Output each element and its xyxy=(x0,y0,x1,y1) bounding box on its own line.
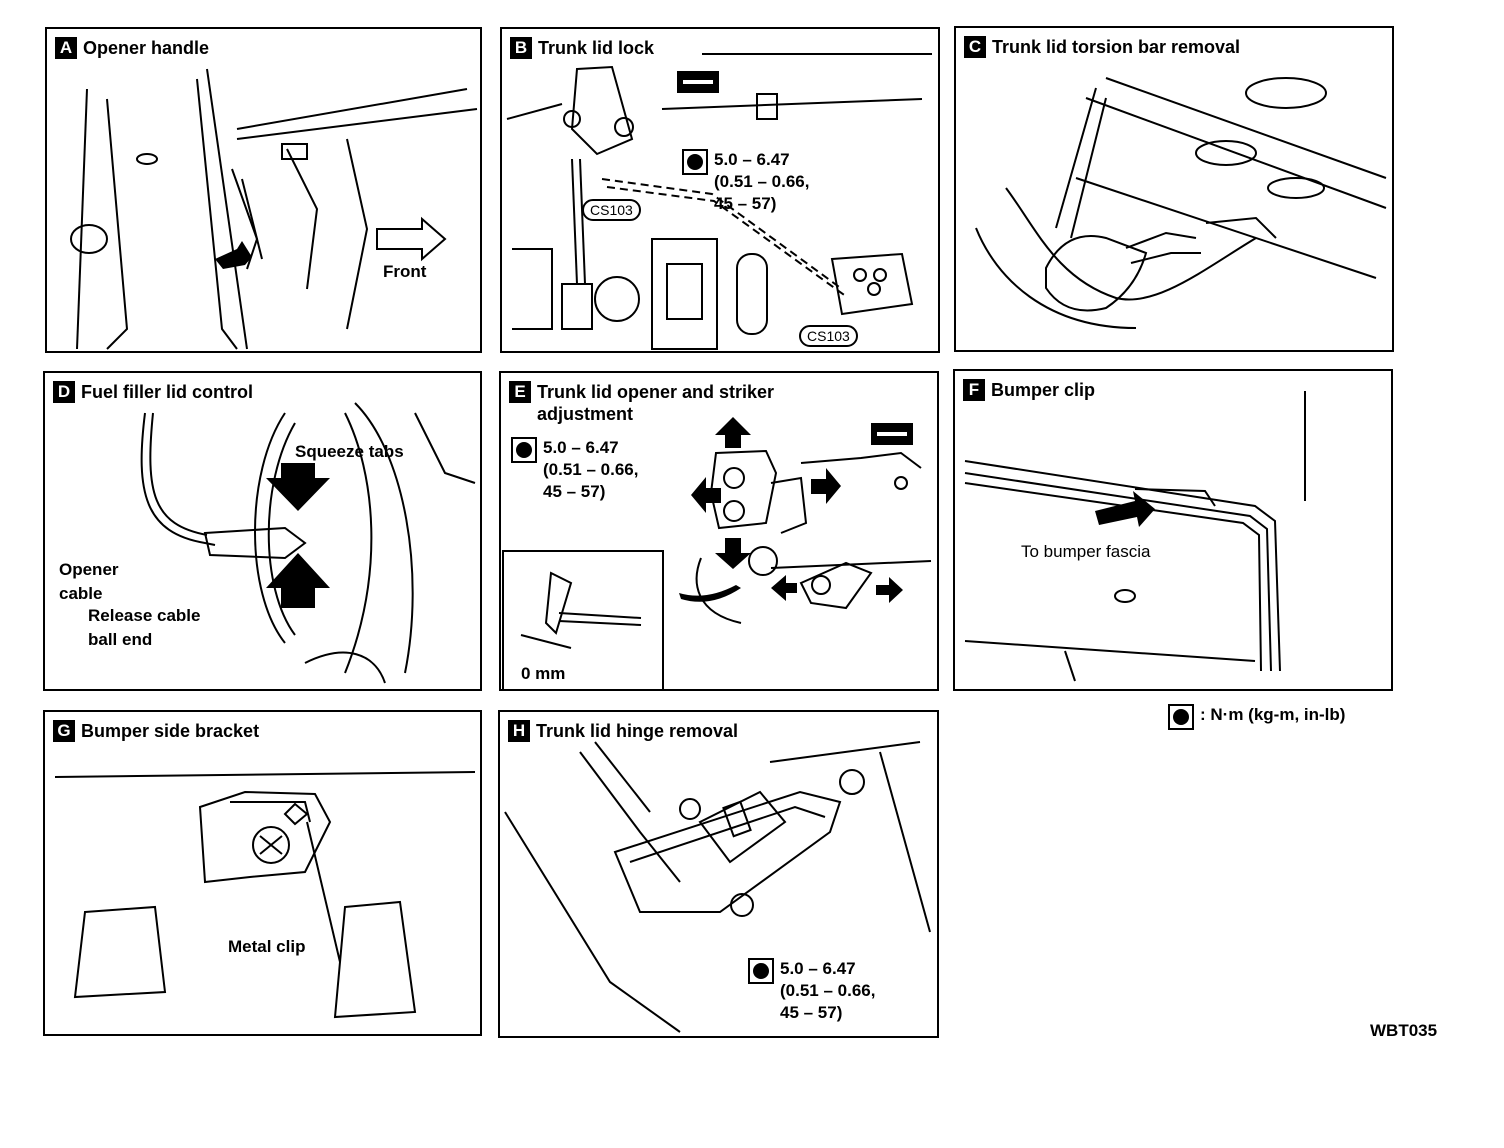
panel-b-badge: B xyxy=(510,37,532,59)
torque-spec-b: 5.0 – 6.47 (0.51 – 0.66, 45 – 57) xyxy=(682,149,809,215)
torque-h-line3: 45 – 57) xyxy=(780,1003,843,1022)
bumper-clip-illustration xyxy=(964,391,1306,682)
panel-g-title: G Bumper side bracket xyxy=(53,720,259,742)
panel-f-badge: F xyxy=(963,379,985,401)
squeeze-tabs-label: Squeeze tabs xyxy=(295,442,404,461)
metal-clip-label: Metal clip xyxy=(228,937,306,956)
torque-h-line1: 5.0 – 6.47 xyxy=(780,959,856,978)
adjust-right-arrow-icon xyxy=(811,468,841,504)
panel-e: E Trunk lid opener and striker adjustmen… xyxy=(499,371,939,691)
striker-left-arrow-icon xyxy=(771,575,797,601)
torque-spec-h: 5.0 – 6.47 (0.51 – 0.66, 45 – 57) xyxy=(748,958,875,1024)
torque-e-line3: 45 – 57) xyxy=(543,482,606,501)
torque-wrench-icon xyxy=(1168,704,1194,730)
panel-a-title: A Opener handle xyxy=(55,37,209,59)
clip-pointer-arrow-icon xyxy=(1095,491,1155,527)
torsion-bar-removal-illustration xyxy=(975,77,1387,329)
hinge-removal-illustration xyxy=(504,741,931,1033)
opener-cable-label-2: cable xyxy=(59,584,103,603)
torque-wrench-icon xyxy=(748,958,774,984)
torque-b-line2: (0.51 – 0.66, xyxy=(714,172,810,191)
bumper-side-bracket-illustration xyxy=(54,771,476,1019)
panel-e-title: E Trunk lid opener and striker adjustmen… xyxy=(509,381,774,425)
panel-e-badge: E xyxy=(509,381,531,403)
torque-h-line2: (0.51 – 0.66, xyxy=(780,981,876,1000)
panel-f-title-text: Bumper clip xyxy=(991,380,1096,400)
connector-cs103-lower: CS103 xyxy=(799,325,858,347)
panel-d: D Fuel filler lid control Squeeze tabs O… xyxy=(43,371,482,691)
panel-h-title-text: Trunk lid hinge removal xyxy=(536,721,739,741)
special-tool-icon-e xyxy=(871,423,913,445)
opener-handle-illustration xyxy=(70,68,478,350)
panel-a-badge: A xyxy=(55,37,77,59)
opener-cable-label-1: Opener xyxy=(59,560,119,579)
front-label: Front xyxy=(383,262,427,281)
adjust-up-arrow-icon xyxy=(715,417,751,448)
to-bumper-fascia-label: To bumper fascia xyxy=(1021,542,1151,561)
figure-code: WBT035 xyxy=(1370,1021,1438,1040)
torque-e-line1: 5.0 – 6.47 xyxy=(543,438,619,457)
panel-c-badge: C xyxy=(964,36,986,58)
release-cable-label-2: ball end xyxy=(88,630,153,649)
special-tool-icon xyxy=(677,71,719,93)
panel-f: F Bumper clip To bumper fascia xyxy=(953,369,1393,691)
panel-g-badge: G xyxy=(53,720,75,742)
panel-g: G Bumper side bracket Metal clip xyxy=(43,710,482,1036)
panel-c: C Trunk lid torsion bar removal xyxy=(954,26,1394,352)
panel-e-title-line1: Trunk lid opener and striker xyxy=(537,382,775,402)
opener-striker-adjustment-illustration xyxy=(502,417,932,689)
squeeze-up-arrow-icon xyxy=(266,553,330,608)
torque-b-line1: 5.0 – 6.47 xyxy=(714,150,790,169)
torque-b-line3: 45 – 57) xyxy=(714,194,777,213)
striker-right-arrow-icon xyxy=(876,577,903,603)
torque-legend: : N·m (kg-m, in-lb) xyxy=(1168,704,1345,730)
panel-d-badge: D xyxy=(53,381,75,403)
adjust-left-arrow-icon xyxy=(691,477,721,513)
panel-c-title-text: Trunk lid torsion bar removal xyxy=(992,37,1241,57)
panel-h-badge: H xyxy=(508,720,530,742)
fuel-filler-lid-control-illustration xyxy=(140,402,476,684)
panel-b: B Trunk lid lock 5.0 – 6.47 (0.51 – 0.66… xyxy=(500,27,940,353)
panel-a-title-text: Opener handle xyxy=(83,38,210,58)
torque-wrench-icon xyxy=(682,149,708,175)
panel-d-title-text: Fuel filler lid control xyxy=(81,382,254,402)
trunk-lid-lock-illustration xyxy=(506,53,932,350)
torque-e-line2: (0.51 – 0.66, xyxy=(543,460,639,479)
panel-b-title-text: Trunk lid lock xyxy=(538,38,655,58)
adjust-down-arrow-icon xyxy=(715,538,751,569)
panel-e-title-line2: adjustment xyxy=(537,404,634,424)
squeeze-down-arrow-icon xyxy=(266,463,330,511)
release-cable-label-1: Release cable xyxy=(88,606,201,625)
panel-g-title-text: Bumper side bracket xyxy=(81,721,260,741)
panel-d-title: D Fuel filler lid control xyxy=(53,381,253,403)
rotate-arrow-icon xyxy=(679,585,741,602)
panel-b-title: B Trunk lid lock xyxy=(510,37,654,59)
torque-legend-text: : N·m (kg-m, in-lb) xyxy=(1200,705,1346,724)
torque-spec-e: 5.0 – 6.47 (0.51 – 0.66, 45 – 57) xyxy=(511,437,638,503)
panel-h: H Trunk lid hinge removal 5.0 – 6.47 (0.… xyxy=(498,710,939,1038)
panel-f-title: F Bumper clip xyxy=(963,379,1095,401)
zero-mm-label: 0 mm xyxy=(521,664,566,683)
front-arrow-icon xyxy=(376,216,447,262)
torque-wrench-icon xyxy=(511,437,537,463)
panel-h-title: H Trunk lid hinge removal xyxy=(508,720,738,742)
panel-a: A Opener handle Front xyxy=(45,27,482,353)
connector-cs103-upper: CS103 xyxy=(582,199,641,221)
panel-c-title: C Trunk lid torsion bar removal xyxy=(964,36,1240,58)
